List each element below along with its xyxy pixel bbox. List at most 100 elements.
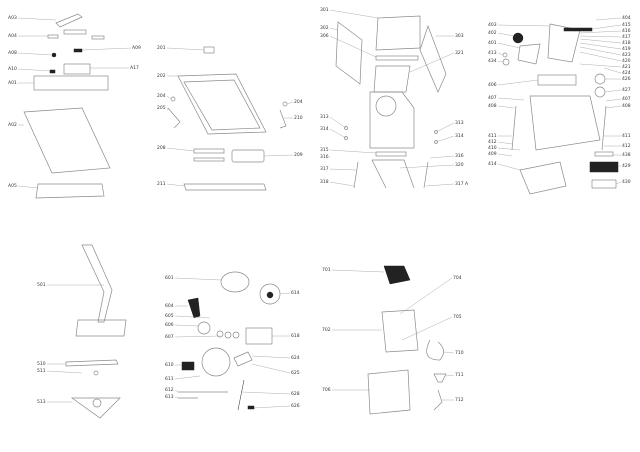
part-label: 702: [322, 327, 331, 333]
part-label: A03: [8, 15, 17, 21]
leader-line: [329, 35, 377, 58]
leader-line: [445, 374, 455, 377]
part-label: 606: [165, 322, 174, 328]
part-label: 201: [157, 45, 166, 51]
leader-line: [329, 128, 347, 139]
part-label: 313: [455, 120, 464, 126]
leader-line: [399, 277, 453, 315]
leader-line: [331, 269, 385, 273]
leader-line: [579, 42, 622, 50]
part-label: A05: [8, 183, 17, 189]
leader-line: [435, 122, 455, 133]
part-label: 402: [488, 30, 497, 36]
leader-line: [497, 105, 515, 109]
leader-line: [263, 154, 294, 157]
leader-line: [251, 355, 291, 359]
part-label: 601: [165, 275, 174, 281]
part-label: 411: [622, 133, 631, 139]
leader-line: [241, 391, 291, 395]
part-label: 407: [488, 95, 497, 101]
leader-line: [429, 155, 455, 159]
part-label: 204: [157, 93, 166, 99]
part-label: 209: [294, 152, 303, 158]
leader-line: [166, 183, 185, 187]
part-label: 317: [320, 166, 329, 172]
part-label: 711: [455, 372, 464, 378]
part-label: 626: [291, 403, 300, 409]
part-label: A01: [8, 80, 17, 86]
part-label: 705: [453, 314, 462, 320]
leader-line: [174, 396, 179, 399]
leader-line: [174, 324, 199, 327]
leader-lines: [17, 9, 622, 409]
leader-line: [497, 24, 551, 27]
leader-line: [17, 17, 57, 21]
part-label: 202: [157, 73, 166, 79]
leader-line: [425, 183, 455, 187]
leader-line: [279, 292, 291, 295]
leader-line: [174, 375, 201, 380]
control-panel-parts: [23, 13, 111, 199]
inner-door-parts: [167, 46, 288, 191]
leader-line: [17, 185, 39, 189]
leader-line: [46, 370, 83, 374]
part-label: 419: [622, 46, 631, 52]
leader-line: [579, 63, 622, 68]
leader-line: [251, 363, 291, 374]
part-label: 605: [165, 313, 174, 319]
part-label: 423: [622, 52, 631, 58]
part-label: 211: [157, 181, 166, 187]
part-label: 301: [320, 7, 329, 13]
part-label: 302: [320, 25, 329, 31]
leader-line: [497, 52, 504, 56]
part-label: 429: [622, 163, 631, 169]
part-label: 625: [291, 370, 300, 376]
part-label: 404: [622, 15, 631, 21]
part-label: 314: [455, 133, 464, 139]
part-label: 612: [165, 387, 174, 393]
part-label: 406: [488, 82, 497, 88]
leader-line: [497, 153, 513, 157]
part-label: 412: [488, 139, 497, 145]
part-label: 501: [37, 282, 46, 288]
part-label: 438: [622, 152, 631, 158]
part-label: 420: [622, 58, 631, 64]
part-label: 417: [622, 34, 631, 40]
part-label: 430: [622, 179, 631, 185]
part-label: 317 A: [455, 181, 469, 187]
part-label: 614: [291, 290, 300, 296]
part-label: 610: [165, 362, 174, 368]
part-label: 618: [291, 333, 300, 339]
leader-line: [579, 30, 622, 34]
part-label: 426: [622, 76, 631, 82]
part-label: 318: [320, 179, 329, 185]
base-frame-parts: [502, 23, 619, 195]
part-label: 434: [488, 58, 497, 64]
leader-line: [605, 98, 622, 102]
part-label: 624: [291, 355, 300, 361]
basket-parts: [367, 265, 447, 415]
part-label: 403: [488, 22, 497, 28]
part-label: 314: [320, 126, 329, 132]
leader-line: [166, 107, 169, 111]
leader-line: [579, 38, 622, 44]
leader-line: [17, 68, 51, 72]
part-label: 427: [622, 87, 631, 93]
leader-line: [591, 24, 622, 30]
leader-line: [497, 32, 515, 37]
part-label: A17: [130, 65, 139, 71]
leader-line: [253, 405, 291, 409]
part-label: A04: [8, 33, 17, 39]
leader-line: [605, 105, 622, 109]
part-label: 407: [622, 96, 631, 102]
part-label: A08: [8, 50, 17, 56]
leader-line: [595, 17, 622, 21]
part-label: 712: [455, 397, 464, 403]
part-label: 424: [622, 70, 631, 76]
part-label: 408: [622, 103, 631, 109]
leader-line: [579, 46, 622, 56]
leader-line: [174, 277, 222, 281]
part-label: 701: [322, 267, 331, 273]
part-label: 415: [622, 22, 631, 28]
spray-arm-parts: [65, 244, 127, 419]
